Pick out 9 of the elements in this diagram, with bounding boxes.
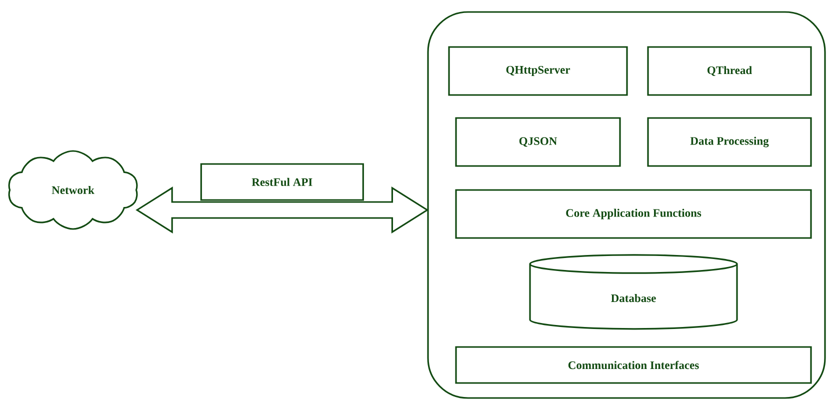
component-box: QJSON — [455, 117, 621, 167]
component-box: Data Processing — [647, 117, 812, 167]
component-box: Core Application Functions — [455, 189, 812, 239]
component-box: Communication Interfaces — [455, 346, 812, 384]
component-box: QHttpServer — [448, 46, 628, 96]
container-box — [427, 11, 826, 399]
label-box: RestFul API — [200, 163, 364, 201]
database-cylinder: Database — [529, 254, 738, 330]
component-box: QThread — [647, 46, 812, 96]
